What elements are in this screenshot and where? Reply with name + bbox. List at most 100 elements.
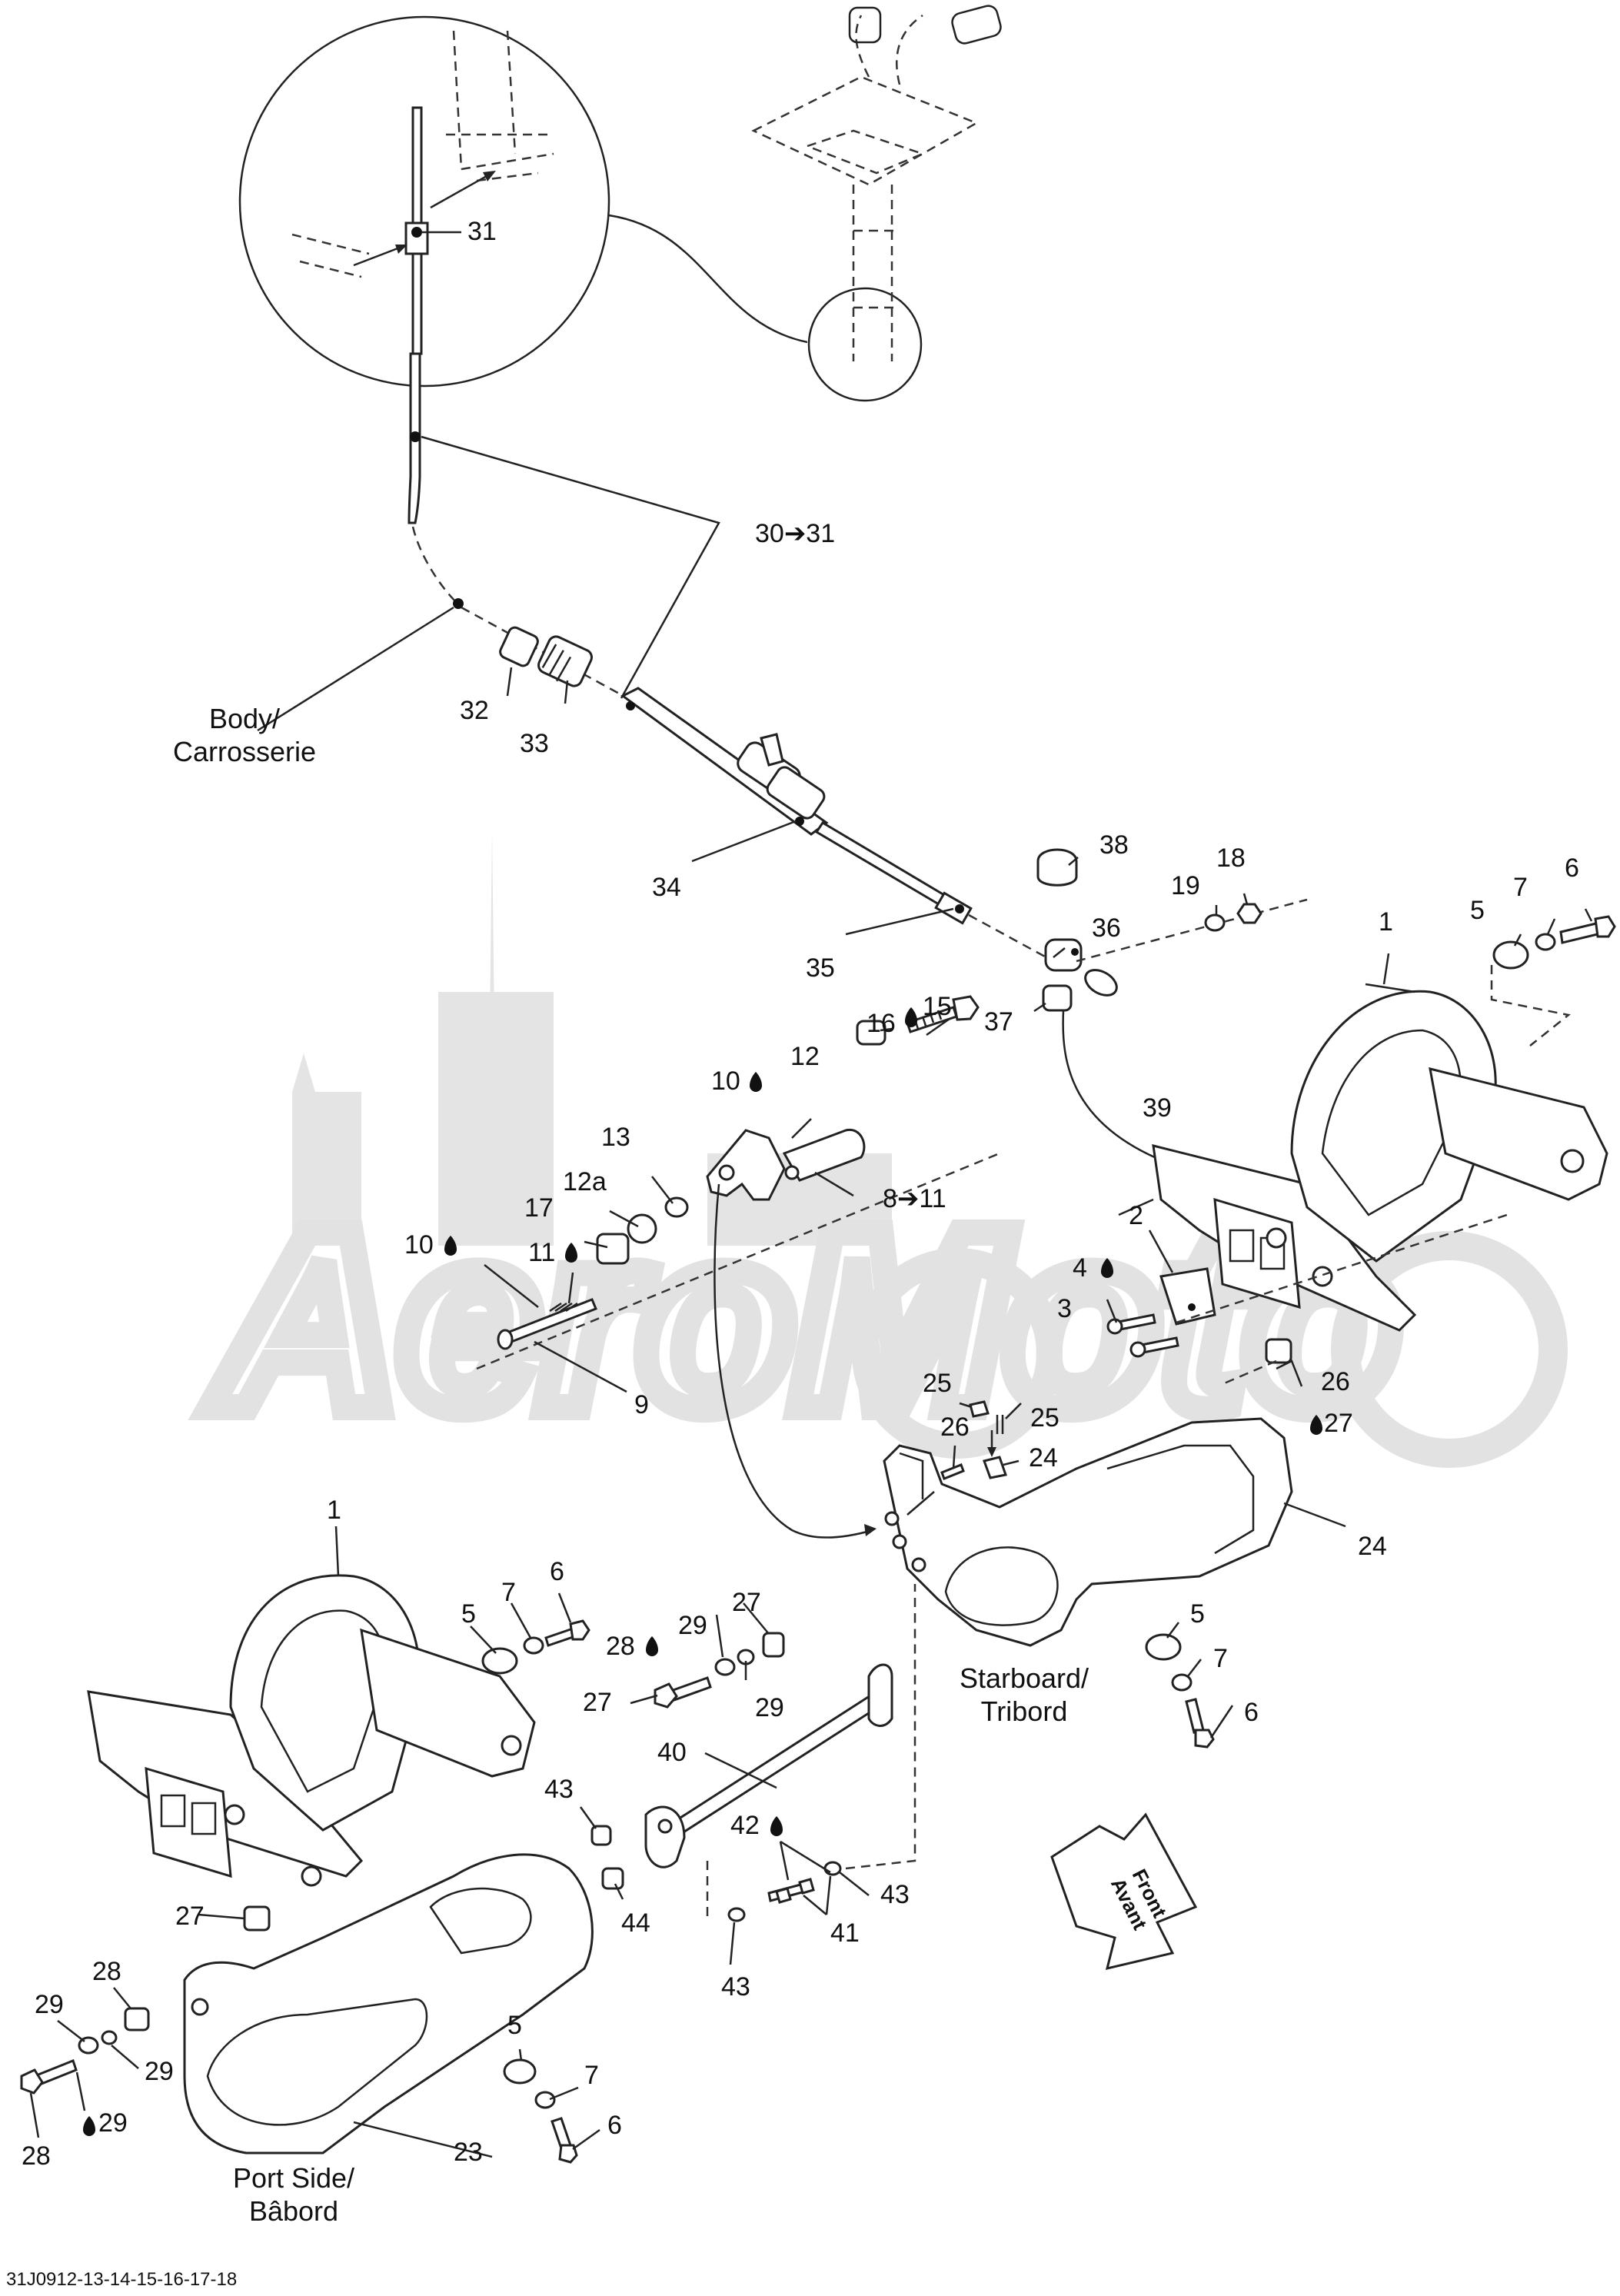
shift-cable xyxy=(407,352,631,701)
shifter-handle-left xyxy=(848,6,882,44)
callout-6-port-top: 6 xyxy=(550,1557,564,1586)
callout-labels: 31 30➔31 32 33 34 35 38 36 37 19 18 1 5 … xyxy=(22,217,1579,2171)
callout-6-starboard-top: 6 xyxy=(1565,854,1579,883)
callout-23: 26 xyxy=(940,1413,970,1442)
callout-10-upper: 10 xyxy=(711,1066,740,1096)
fastener-axis-1 xyxy=(1490,965,1571,1047)
callout-26-starboard: 27 xyxy=(583,1688,612,1717)
callout-3: 3 xyxy=(1057,1294,1072,1323)
bracket-plate xyxy=(1213,1197,1301,1309)
callout-7-port-top: 7 xyxy=(501,1578,516,1607)
part-43-washers xyxy=(727,1861,842,1922)
oil-drop-icon xyxy=(905,1007,917,1027)
shifter-assembly xyxy=(751,5,1002,402)
callout-43-right: 43 xyxy=(880,1880,910,1909)
starboard-housing-19 xyxy=(883,1417,1293,1647)
part-21 xyxy=(996,1415,1004,1434)
parts-25-29-starboard xyxy=(654,1632,785,1709)
part-32-nut xyxy=(499,626,539,667)
shifter-detail-circle xyxy=(807,287,923,402)
part-5-washer-b xyxy=(1145,1633,1182,1661)
part-13-bolt xyxy=(906,995,980,1033)
callout-37: 37 xyxy=(984,1007,1013,1037)
callout-29-starboard: 29 xyxy=(755,1693,784,1722)
oil-drop-icon xyxy=(444,1236,457,1256)
shifter-handle-right xyxy=(951,5,1002,45)
callout-42: 42 xyxy=(730,1811,760,1840)
routing-curve-lower xyxy=(714,1183,873,1539)
callout-7-starboard-lower: 7 xyxy=(1213,1644,1228,1673)
part-15-nut xyxy=(596,1233,630,1265)
oil-drop-icon xyxy=(750,1072,762,1092)
callout-8-11: 8➔11 xyxy=(883,1184,946,1213)
callout-20: 24 xyxy=(1029,1443,1058,1472)
cable-routing-curve xyxy=(1062,1010,1185,1170)
part-17-washer xyxy=(1204,913,1226,932)
part-16-nut xyxy=(1236,903,1262,924)
part-6-bolt-b xyxy=(1185,1698,1215,1749)
cable-dot-body xyxy=(453,598,464,609)
leader-lines xyxy=(29,435,1593,2158)
callout-38: 38 xyxy=(1099,830,1129,860)
callout-12-lower: 12a xyxy=(563,1167,607,1196)
callout-39: 39 xyxy=(1143,1093,1172,1123)
cable-dashed xyxy=(411,526,458,604)
callout-30-31: 30➔31 xyxy=(755,519,835,548)
part-40-shaft xyxy=(644,1663,893,1868)
shifter-levers xyxy=(855,14,923,85)
port-fasteners-lower xyxy=(503,2058,578,2164)
shifter-base-outline xyxy=(751,75,979,186)
callout-11: 11 xyxy=(528,1238,555,1267)
part-28 xyxy=(714,1658,736,1676)
part-5-washer-a xyxy=(1492,940,1529,970)
part-5 xyxy=(503,2058,537,2085)
callout-26-port: 28 xyxy=(22,2141,51,2171)
part-5 xyxy=(481,1647,518,1675)
part-33-fitting xyxy=(537,635,593,687)
shaft-flange-right xyxy=(867,1663,893,1727)
oil-drop-icon xyxy=(565,1243,577,1263)
callout-32: 32 xyxy=(460,696,489,725)
housing-rib xyxy=(1106,1444,1255,1555)
axis-line-36 xyxy=(1076,898,1308,963)
part-29 xyxy=(101,2030,118,2045)
detail-view-shift-cable xyxy=(238,15,610,388)
caption-body: Body/ xyxy=(209,703,280,734)
callout-29-port: 29 xyxy=(145,2057,174,2086)
parts-20-23 xyxy=(940,1400,1007,1480)
port-fasteners-left xyxy=(20,2007,150,2095)
callout-36: 36 xyxy=(1092,913,1121,943)
callout-35: 35 xyxy=(806,953,835,983)
figure-code: 31J0912-13-14-15-16-17-18 xyxy=(6,2269,237,2290)
captions: Body/ Carrosserie Starboard/ Tribord Por… xyxy=(6,703,1172,2290)
shaft-flange-left xyxy=(644,1805,686,1868)
callout-24a: 27 xyxy=(1324,1409,1353,1438)
callout-24-starboard: 26 xyxy=(1321,1367,1350,1396)
callout-5-starboard-top: 5 xyxy=(1470,896,1485,925)
callout-40: 40 xyxy=(657,1738,687,1767)
part-7-washer-a xyxy=(1535,933,1556,951)
part-20 xyxy=(983,1456,1007,1479)
part-37-bushing xyxy=(1042,984,1073,1012)
caption-starboard: Starboard/ xyxy=(960,1662,1089,1694)
cable-dot-upper xyxy=(410,431,421,442)
detail-bracket-ghost xyxy=(291,233,370,278)
oil-drop-icon xyxy=(770,1816,783,1836)
part-2-plate xyxy=(1159,1267,1216,1326)
part-12-bushing-b xyxy=(856,1020,887,1046)
port-housing-18 xyxy=(183,1853,594,2155)
callout-27-port: 29 xyxy=(98,2108,128,2138)
callout-28-starboard: 29 xyxy=(678,1611,707,1640)
callout-1-port: 1 xyxy=(327,1496,341,1525)
callout-9: 9 xyxy=(634,1390,649,1419)
callout-5-starboard-lower: 5 xyxy=(1190,1599,1205,1629)
callout-7-port-lower: 7 xyxy=(584,2061,599,2090)
part-25 xyxy=(762,1632,785,1658)
callout-6-port-lower: 6 xyxy=(607,2111,622,2140)
housing-rib xyxy=(429,1887,532,1955)
part-7-washer-b xyxy=(1171,1673,1193,1692)
callout-16: 18 xyxy=(1216,844,1246,873)
part-6-bolt xyxy=(551,2117,572,2150)
detail-arrow xyxy=(430,171,493,209)
callout-33: 33 xyxy=(520,729,549,758)
